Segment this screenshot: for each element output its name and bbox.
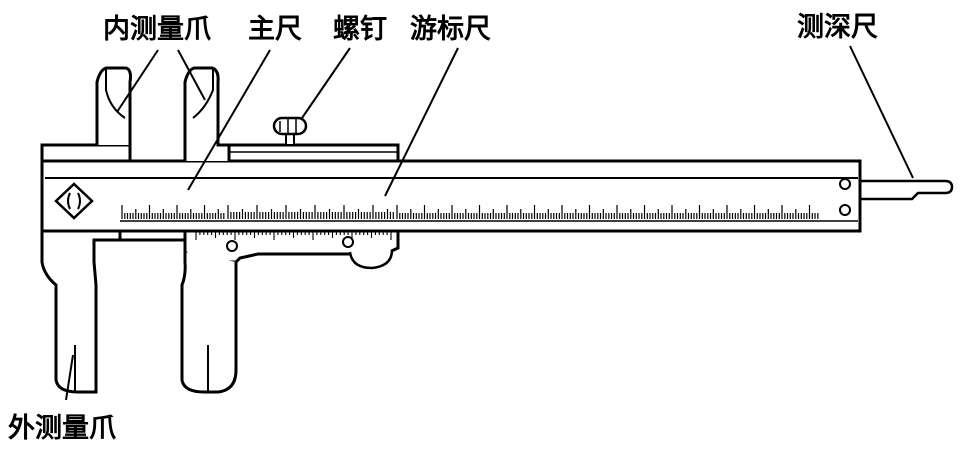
rivet-lower	[839, 204, 851, 216]
label-vernier: 游标尺	[410, 14, 491, 45]
main-scale-ticks	[121, 205, 819, 219]
outer-jaw-fixed	[40, 229, 122, 394]
vernier-rivet-left	[226, 240, 238, 252]
inner-jaw-movable	[183, 66, 231, 161]
leader-lines	[65, 45, 914, 401]
label-main-scale: 主尺	[248, 14, 302, 45]
depth-rod	[860, 179, 954, 201]
fixed-jaw-body	[40, 143, 132, 163]
vernier-rivet-right	[342, 236, 354, 248]
label-outer-jaw: 外测量爪	[8, 413, 117, 444]
vernier-frame	[227, 143, 400, 163]
rivet-upper	[839, 178, 851, 190]
vernier-scale-ticks	[195, 205, 394, 240]
thumb-wheel	[348, 249, 394, 270]
main-scale-beam	[40, 159, 862, 233]
outer-jaw-movable	[180, 252, 238, 394]
label-inner-jaw: 内测量爪	[103, 14, 212, 45]
brand-logo	[54, 182, 94, 220]
label-screw: 螺钉	[333, 14, 387, 45]
locking-screw	[272, 116, 308, 146]
label-depth-rod: 测深尺	[797, 12, 878, 43]
